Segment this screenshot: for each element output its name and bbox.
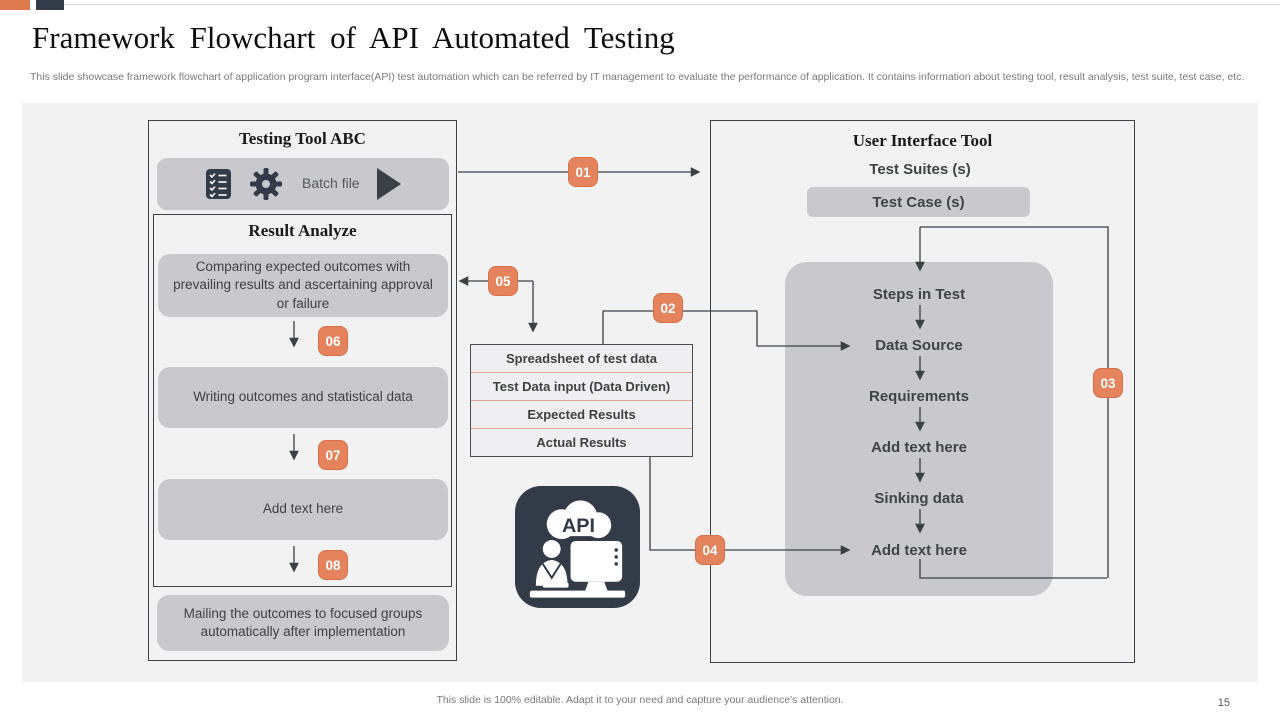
result-step-2: Writing outcomes and statistical data — [158, 367, 448, 428]
accent-bar-orange — [0, 0, 30, 10]
api-illustration-icon: API — [515, 486, 640, 608]
badge-03: 03 — [1093, 368, 1123, 398]
test-case-chip: Test Case (s) — [807, 187, 1030, 217]
checklist-icon — [205, 169, 232, 199]
badge-01: 01 — [568, 157, 598, 187]
spreadsheet-table: Spreadsheet of test data Test Data input… — [470, 344, 693, 457]
test-suites-label: Test Suites (s) — [869, 161, 971, 178]
badge-08: 08 — [318, 550, 348, 580]
batch-file-bar: Batch file — [157, 158, 449, 210]
gear-icon — [249, 167, 283, 201]
page-number: 15 — [1217, 697, 1230, 709]
ui-step-6: Add text here — [871, 542, 967, 559]
testing-tool-title: Testing Tool ABC — [239, 129, 366, 148]
table-row: Expected Results — [471, 401, 692, 429]
footer-note: This slide is 100% editable. Adapt it to… — [436, 694, 844, 706]
ui-tool-box — [710, 120, 1135, 663]
badge-02: 02 — [653, 293, 683, 323]
result-step-1: Comparing expected outcomes with prevail… — [158, 254, 448, 317]
top-divider-line — [64, 4, 1280, 5]
mailing-step: Mailing the outcomes to focused groups a… — [157, 595, 449, 651]
result-analyze-title: Result Analyze — [248, 221, 357, 240]
ui-step-1: Steps in Test — [872, 286, 966, 303]
ui-step-5: Sinking data — [874, 490, 964, 507]
table-row: Test Data input (Data Driven) — [471, 373, 692, 401]
badge-05: 05 — [488, 266, 518, 296]
result-step-3: Add text here — [158, 479, 448, 540]
play-icon — [375, 166, 403, 202]
page-title: Framework Flowchart of API Automated Tes… — [32, 20, 675, 55]
table-row: Actual Results — [536, 435, 627, 450]
api-text: API — [562, 515, 595, 537]
ui-step-2: Data Source — [875, 337, 963, 354]
table-row: Spreadsheet of test data — [471, 345, 692, 373]
batch-file-label: Batch file — [302, 175, 360, 191]
result-analyze-box — [153, 214, 452, 587]
badge-06: 06 — [318, 326, 348, 356]
ui-tool-title: User Interface Tool — [852, 131, 993, 150]
badge-07: 07 — [318, 440, 348, 470]
ui-step-3: Requirements — [868, 388, 970, 405]
page-subtitle: This slide showcase framework flowchart … — [30, 71, 1245, 83]
badge-04: 04 — [695, 535, 725, 565]
testing-tool-box — [148, 120, 457, 661]
accent-bar-dark — [36, 0, 64, 10]
ui-step-4: Add text here — [871, 439, 967, 456]
